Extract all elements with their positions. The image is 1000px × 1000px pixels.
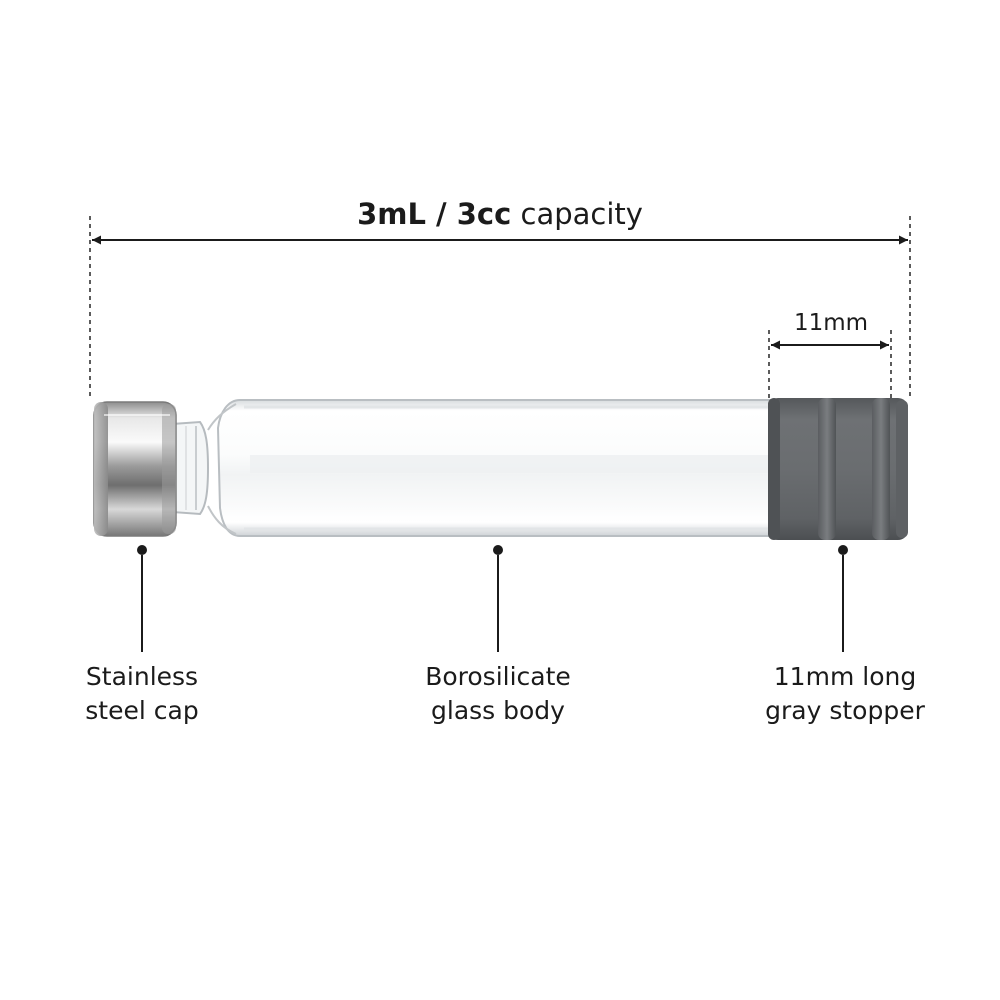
steel-cap-illustration (93, 401, 177, 537)
stopper-length-label: 11mm (793, 310, 869, 336)
capacity-word: capacity (520, 197, 643, 231)
cap-callout-line2: steel cap (85, 696, 199, 725)
glass-tube-illustration (171, 399, 781, 537)
rubber-stopper-illustration (768, 398, 908, 540)
cap-callout: Stainless steel cap (42, 660, 242, 728)
body-callout-line2: glass body (431, 696, 565, 725)
stopper-callout: 11mm long gray stopper (735, 660, 955, 728)
cap-callout-line1: Stainless (85, 662, 199, 691)
capacity-title: 3mL / 3cc capacity (0, 194, 1000, 234)
body-callout-line1: Borosilicate (425, 662, 571, 691)
stopper-callout-line2: gray stopper (765, 696, 925, 725)
body-callout: Borosilicate glass body (398, 660, 598, 728)
stopper-callout-line1: 11mm long (773, 662, 917, 691)
capacity-value: 3mL / 3cc (357, 197, 512, 231)
